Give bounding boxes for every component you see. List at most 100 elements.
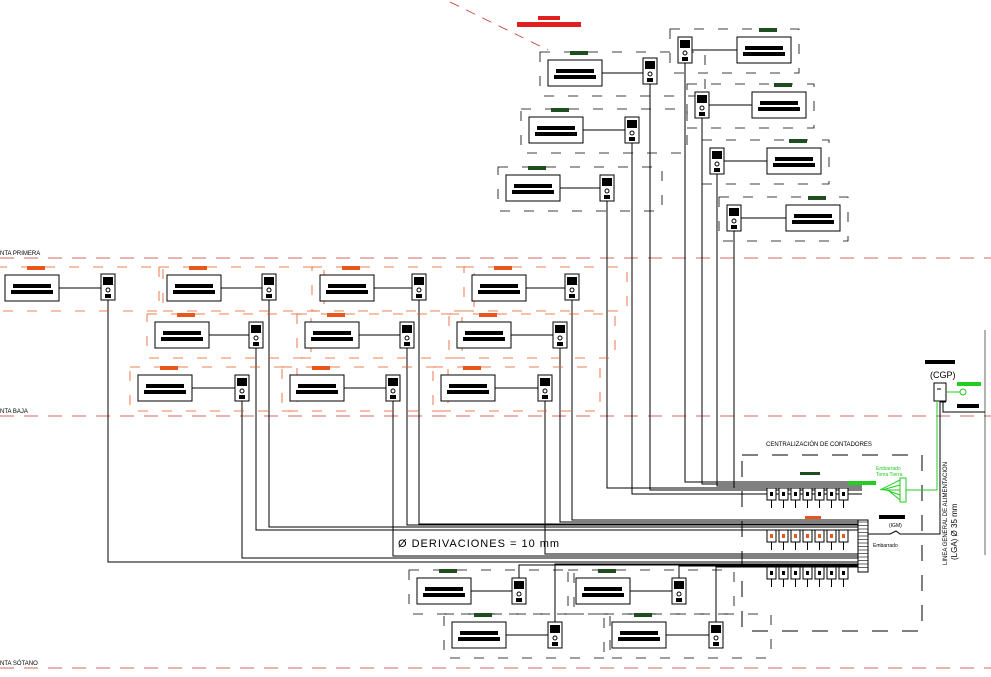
- text-bar: [478, 290, 520, 294]
- dwelling-unit: [296, 313, 463, 359]
- meter-indicator: [806, 492, 809, 496]
- meter-indicator: [770, 534, 773, 538]
- text-bar: [537, 126, 575, 130]
- row-tag: [805, 516, 821, 519]
- derivation-line: [649, 84, 862, 491]
- meter-indicator: [818, 492, 821, 496]
- terminal-icon: [404, 342, 410, 346]
- derivation-line: [255, 348, 862, 531]
- dwelling-unit: [408, 569, 575, 615]
- fuse-icon: [416, 287, 422, 293]
- unit-frame: [463, 266, 628, 312]
- terminal-icon: [516, 598, 522, 602]
- roof-label-bar: [538, 16, 560, 20]
- unit-frame: [158, 266, 325, 312]
- meter-icon: [645, 61, 655, 69]
- terminal-icon: [105, 294, 111, 298]
- fuse-icon: [714, 161, 720, 167]
- terminal-icon: [569, 294, 575, 298]
- derivation-line: [684, 63, 862, 483]
- terminal-icon: [239, 395, 245, 399]
- unit-frame: [443, 613, 611, 659]
- meter-indicator: [830, 534, 833, 538]
- dwelling-unit: [146, 313, 312, 359]
- derivation-line: [241, 401, 862, 559]
- fuse-icon: [731, 218, 737, 224]
- unit-tag: [808, 196, 826, 200]
- earth-label-bar: [957, 382, 981, 386]
- unit-frame: [520, 108, 688, 154]
- text-bar: [460, 631, 498, 635]
- unit-tag: [327, 313, 345, 317]
- roof-label-bar: [517, 22, 581, 27]
- earth-bar-label: Embarrado: [876, 466, 901, 472]
- unit-frame: [701, 139, 830, 185]
- floor-label-ground: NTA BAJA: [0, 409, 28, 415]
- text-bar: [13, 284, 51, 288]
- text-bar: [792, 220, 834, 224]
- unit-frame: [539, 51, 706, 97]
- centralization-frame: [741, 454, 923, 632]
- lga-label-2: (LGA) Ø 35 mm: [950, 503, 959, 560]
- unit-frame: [669, 28, 800, 74]
- meter-icon: [103, 277, 113, 285]
- terminal-icon: [266, 294, 272, 298]
- fuse-icon: [682, 50, 688, 56]
- earth-lead: [887, 489, 901, 501]
- fuse-icon: [552, 635, 558, 641]
- text-bar: [554, 75, 596, 79]
- meter-icon: [414, 277, 424, 285]
- derivation-line: [678, 565, 860, 578]
- meter-indicator: [830, 571, 833, 575]
- fuse-icon: [105, 287, 111, 293]
- text-bar: [743, 52, 785, 56]
- meter-indicator: [818, 571, 821, 575]
- meter-indicator: [782, 534, 785, 538]
- unit-tag: [479, 313, 497, 317]
- meter-icon: [514, 581, 524, 589]
- text-bar: [163, 331, 201, 335]
- cgp-box: [933, 382, 947, 402]
- meter-indicator: [842, 492, 845, 496]
- cgp-label-bar: [925, 360, 955, 364]
- unit-frame: [448, 313, 616, 359]
- unit-tag: [177, 313, 195, 317]
- unit-tag: [494, 266, 512, 270]
- meter-indicator: [806, 571, 809, 575]
- lga-line: [868, 401, 946, 535]
- unit-tag: [312, 366, 330, 370]
- unit-frame: [686, 83, 815, 129]
- text-bar: [582, 593, 624, 597]
- meter-indicator: [842, 571, 845, 575]
- derivation-line: [418, 300, 862, 525]
- text-bar: [326, 290, 368, 294]
- meter-icon: [729, 208, 739, 216]
- unit-tag: [774, 83, 792, 87]
- dwelling-unit: [686, 83, 815, 129]
- derivation-line: [518, 564, 860, 578]
- meter-indicator: [794, 492, 797, 496]
- igm-label-bar: [879, 515, 905, 519]
- derivations-label: Ø DERIVACIONES = 10 mm: [398, 538, 560, 550]
- terminal-icon: [714, 168, 720, 172]
- dwelling-unit: [443, 613, 611, 659]
- derivation-line: [268, 300, 862, 528]
- meter-icon: [712, 151, 722, 159]
- meter-indicator: [806, 534, 809, 538]
- unit-tag: [27, 266, 45, 270]
- meter-indicator: [818, 534, 821, 538]
- text-bar: [447, 390, 489, 394]
- fuse-icon: [676, 591, 682, 597]
- unit-frame: [129, 366, 298, 412]
- derivation-line: [559, 348, 862, 523]
- fuse-icon: [647, 71, 653, 77]
- text-bar: [423, 593, 465, 597]
- lga-label: LINEA GENERAL DE ALIMENTACION: [943, 462, 949, 565]
- unit-frame: [281, 366, 449, 412]
- text-bar: [146, 384, 184, 388]
- terminal-icon: [676, 598, 682, 602]
- unit-tag: [759, 28, 777, 32]
- text-bar: [313, 331, 351, 335]
- terminal-icon: [731, 225, 737, 229]
